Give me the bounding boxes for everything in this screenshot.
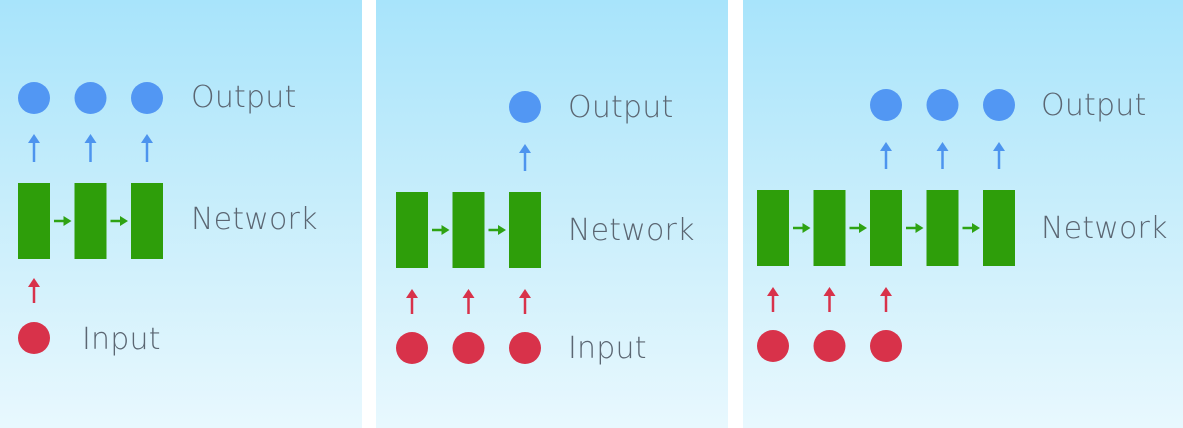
input-node (509, 332, 541, 364)
output-arrow (936, 142, 949, 169)
diagram-panel-one-to-many: Output Network Input (0, 0, 362, 428)
output-label: Output (568, 90, 674, 125)
input-node (452, 332, 485, 364)
network-block (131, 183, 163, 259)
output-label: Output (1041, 88, 1147, 123)
input-label: Input (568, 331, 647, 366)
input-arrow (823, 287, 836, 312)
network-block (983, 190, 1015, 266)
input-arrow (406, 289, 418, 314)
input-node (396, 332, 428, 364)
output-node (870, 89, 902, 121)
diagram-panel-many-to-many: Output Network (743, 0, 1183, 428)
network-block (396, 192, 428, 268)
recurrent-arrow (962, 223, 980, 233)
input-node (813, 330, 846, 362)
network-label: Network (191, 202, 318, 237)
recurrent-arrow (110, 216, 128, 226)
recurrent-arrow (432, 225, 450, 235)
output-arrow (28, 134, 40, 162)
network-block (452, 192, 485, 268)
output-node (74, 82, 107, 114)
network-block (926, 190, 959, 266)
output-node (18, 82, 50, 114)
diagram-graphic (396, 91, 541, 364)
network-block (18, 183, 50, 259)
output-arrow (141, 134, 153, 162)
network-block (870, 190, 902, 266)
output-node (131, 82, 163, 114)
input-node (18, 322, 50, 354)
diagram-graphic (757, 89, 1015, 362)
input-arrow (767, 287, 779, 312)
network-block (74, 183, 107, 259)
input-arrow (519, 289, 531, 314)
input-node (757, 330, 789, 362)
recurrent-arrow (54, 216, 72, 226)
recurrent-arrow (793, 223, 811, 233)
recurrent-arrow (849, 223, 867, 233)
input-arrow (28, 278, 40, 303)
output-arrow (993, 142, 1005, 169)
output-arrow (519, 144, 531, 171)
output-node (926, 89, 959, 121)
network-block (757, 190, 789, 266)
network-block (813, 190, 846, 266)
output-node (983, 89, 1015, 121)
input-label: Input (82, 322, 161, 357)
output-arrow (880, 142, 892, 169)
input-arrow (462, 289, 475, 314)
input-arrow (880, 287, 892, 312)
network-label: Network (568, 213, 695, 248)
output-arrow (84, 134, 97, 162)
network-label: Network (1041, 211, 1168, 246)
input-node (870, 330, 902, 362)
recurrent-arrow (906, 223, 924, 233)
diagram-panel-many-to-one: Output Network Input (376, 0, 728, 428)
diagram-graphic (18, 82, 163, 354)
network-block (509, 192, 541, 268)
output-node (509, 91, 541, 123)
recurrent-arrow (488, 225, 506, 235)
output-label: Output (191, 80, 297, 115)
